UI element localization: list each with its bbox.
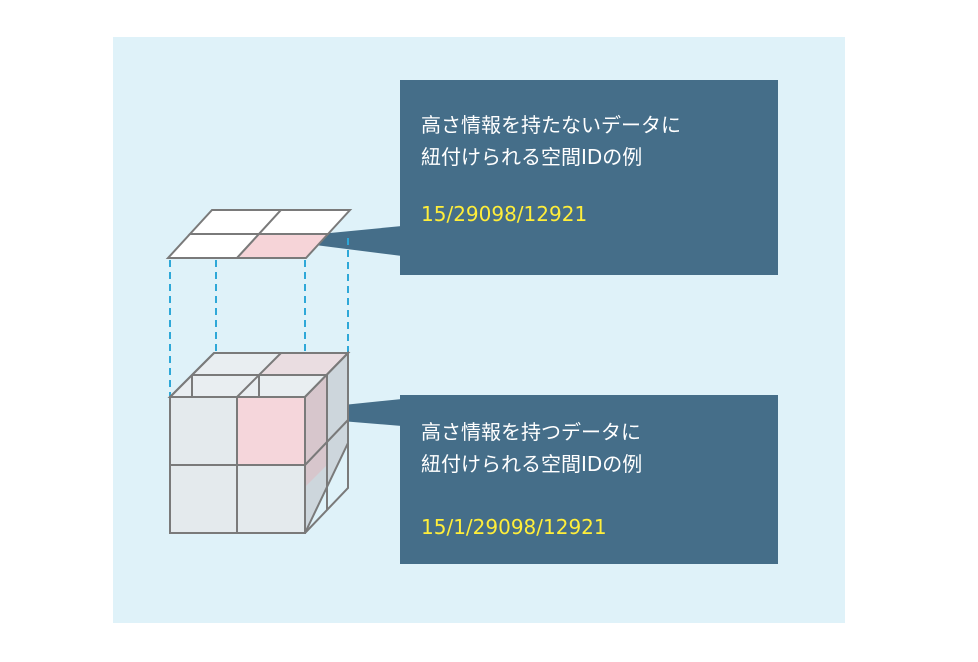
flat-tile-grid — [165, 209, 353, 259]
callout-top-line1: 高さ情報を持たないデータに — [421, 113, 681, 137]
callout-flat-spatial-id: 高さ情報を持たないデータに 紐付けられる空間IDの例 15/29098/1292… — [400, 80, 778, 275]
callout-top-line2: 紐付けられる空間IDの例 — [421, 145, 643, 169]
callout-3d-spatial-id: 高さ情報を持つデータに 紐付けられる空間IDの例 15/1/29098/1292… — [400, 395, 778, 564]
callout-bottom-spatial-id: 15/1/29098/12921 — [421, 515, 607, 539]
cube-top-highlight — [259, 353, 348, 375]
callout-bottom-line1: 高さ情報を持つデータに — [421, 420, 641, 444]
voxel-cube — [167, 350, 351, 534]
callout-top-spatial-id: 15/29098/12921 — [421, 202, 588, 226]
top-callout-pointer — [268, 226, 402, 256]
callout-bottom-line2: 紐付けられる空間IDの例 — [421, 452, 643, 476]
voxel-highlight — [237, 397, 305, 465]
flat-tile-highlight — [234, 233, 331, 259]
